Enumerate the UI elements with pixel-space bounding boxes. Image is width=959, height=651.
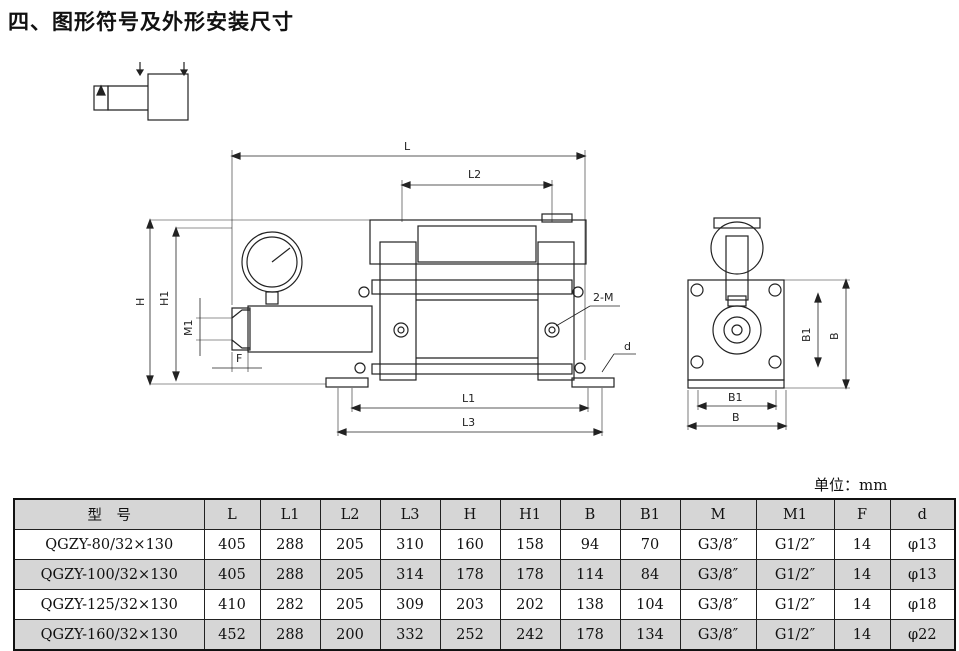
table-row: QGZY-125/32×130 410 282 205 309 203 202 … bbox=[13, 589, 956, 620]
cell: φ13 bbox=[889, 559, 956, 590]
section-title: 四、图形符号及外形安装尺寸 bbox=[8, 10, 294, 34]
cell: 200 bbox=[319, 619, 381, 651]
unit-label: 单位：mm bbox=[814, 476, 888, 494]
table-row: QGZY-80/32×130 405 288 205 310 160 158 9… bbox=[13, 529, 956, 560]
cell: G3/8″ bbox=[679, 619, 757, 651]
cell: 282 bbox=[259, 589, 321, 620]
cell: 288 bbox=[259, 619, 321, 651]
cell: 14 bbox=[833, 589, 891, 620]
cell: 160 bbox=[439, 529, 501, 560]
header-f: F bbox=[833, 498, 891, 530]
header-b: B bbox=[559, 498, 621, 530]
table-row: QGZY-100/32×130 405 288 205 314 178 178 … bbox=[13, 559, 956, 590]
cell: 14 bbox=[833, 619, 891, 651]
dim-l2-label: L2 bbox=[468, 168, 481, 181]
cell: G1/2″ bbox=[755, 589, 835, 620]
dim-h1-label: H1 bbox=[158, 291, 171, 306]
cell: 104 bbox=[619, 589, 681, 620]
cell: 288 bbox=[259, 529, 321, 560]
cell: 203 bbox=[439, 589, 501, 620]
cell: 332 bbox=[379, 619, 441, 651]
cell: 405 bbox=[203, 529, 261, 560]
dim-l-label: L bbox=[404, 140, 411, 153]
header-l: L bbox=[203, 498, 261, 530]
cell: 252 bbox=[439, 619, 501, 651]
dimension-table: 型 号 L L1 L2 L3 H H1 B B1 M M1 F d QGZY-8… bbox=[13, 498, 956, 651]
cell: 205 bbox=[319, 559, 381, 590]
dim-l3-label: L3 bbox=[462, 416, 475, 429]
cell: 452 bbox=[203, 619, 261, 651]
front-view: L L2 bbox=[134, 140, 636, 436]
dim-b1-side-label: B1 bbox=[800, 327, 813, 342]
cell: 84 bbox=[619, 559, 681, 590]
cell: G1/2″ bbox=[755, 559, 835, 590]
cell: G1/2″ bbox=[755, 529, 835, 560]
cell-model: QGZY-80/32×130 bbox=[13, 529, 205, 560]
cell: φ13 bbox=[889, 529, 956, 560]
header-l3: L3 bbox=[379, 498, 441, 530]
dim-d-label: d bbox=[624, 340, 631, 353]
dim-b1-bottom-label: B1 bbox=[728, 391, 743, 404]
cell: 178 bbox=[559, 619, 621, 651]
header-h: H bbox=[439, 498, 501, 530]
header-m: M bbox=[679, 498, 757, 530]
dim-m1-label: M1 bbox=[182, 320, 195, 337]
cell: 309 bbox=[379, 589, 441, 620]
cell: 314 bbox=[379, 559, 441, 590]
header-h1: H1 bbox=[499, 498, 561, 530]
cell: G3/8″ bbox=[679, 529, 757, 560]
cell: G3/8″ bbox=[679, 589, 757, 620]
cell: 310 bbox=[379, 529, 441, 560]
header-model: 型 号 bbox=[13, 498, 205, 530]
header-l2: L2 bbox=[319, 498, 381, 530]
dim-b-side-label: B bbox=[828, 332, 841, 340]
dim-l1-label: L1 bbox=[462, 392, 475, 405]
cell: G1/2″ bbox=[755, 619, 835, 651]
cell-model: QGZY-100/32×130 bbox=[13, 559, 205, 590]
dim-f-label: F bbox=[236, 352, 242, 365]
side-view: B1 B B1 B bbox=[686, 217, 850, 430]
cell: 178 bbox=[439, 559, 501, 590]
header-b1: B1 bbox=[619, 498, 681, 530]
table-header-row: 型 号 L L1 L2 L3 H H1 B B1 M M1 F d bbox=[13, 498, 956, 530]
cell-model: QGZY-160/32×130 bbox=[13, 619, 205, 651]
header-d: d bbox=[889, 498, 956, 530]
cell: 410 bbox=[203, 589, 261, 620]
cell: 178 bbox=[499, 559, 561, 590]
cell: φ22 bbox=[889, 619, 956, 651]
cell: 288 bbox=[259, 559, 321, 590]
cell-model: QGZY-125/32×130 bbox=[13, 589, 205, 620]
cell: 405 bbox=[203, 559, 261, 590]
cell: 14 bbox=[833, 559, 891, 590]
cell: 94 bbox=[559, 529, 621, 560]
cell: 202 bbox=[499, 589, 561, 620]
cell: φ18 bbox=[889, 589, 956, 620]
cell: 14 bbox=[833, 529, 891, 560]
header-l1: L1 bbox=[259, 498, 321, 530]
cell: 138 bbox=[559, 589, 621, 620]
cell: G3/8″ bbox=[679, 559, 757, 590]
port-label: 2-M bbox=[593, 291, 613, 304]
graphic-symbol bbox=[93, 62, 189, 121]
cell: 242 bbox=[499, 619, 561, 651]
cell: 205 bbox=[319, 529, 381, 560]
cell: 134 bbox=[619, 619, 681, 651]
drawing: L L2 bbox=[93, 62, 850, 436]
cell: 114 bbox=[559, 559, 621, 590]
dim-h-label: H bbox=[134, 298, 147, 306]
cell: 158 bbox=[499, 529, 561, 560]
header-m1: M1 bbox=[755, 498, 835, 530]
dim-b-bottom-label: B bbox=[732, 411, 740, 424]
cell: 205 bbox=[319, 589, 381, 620]
table-row: QGZY-160/32×130 452 288 200 332 252 242 … bbox=[13, 619, 956, 651]
cell: 70 bbox=[619, 529, 681, 560]
